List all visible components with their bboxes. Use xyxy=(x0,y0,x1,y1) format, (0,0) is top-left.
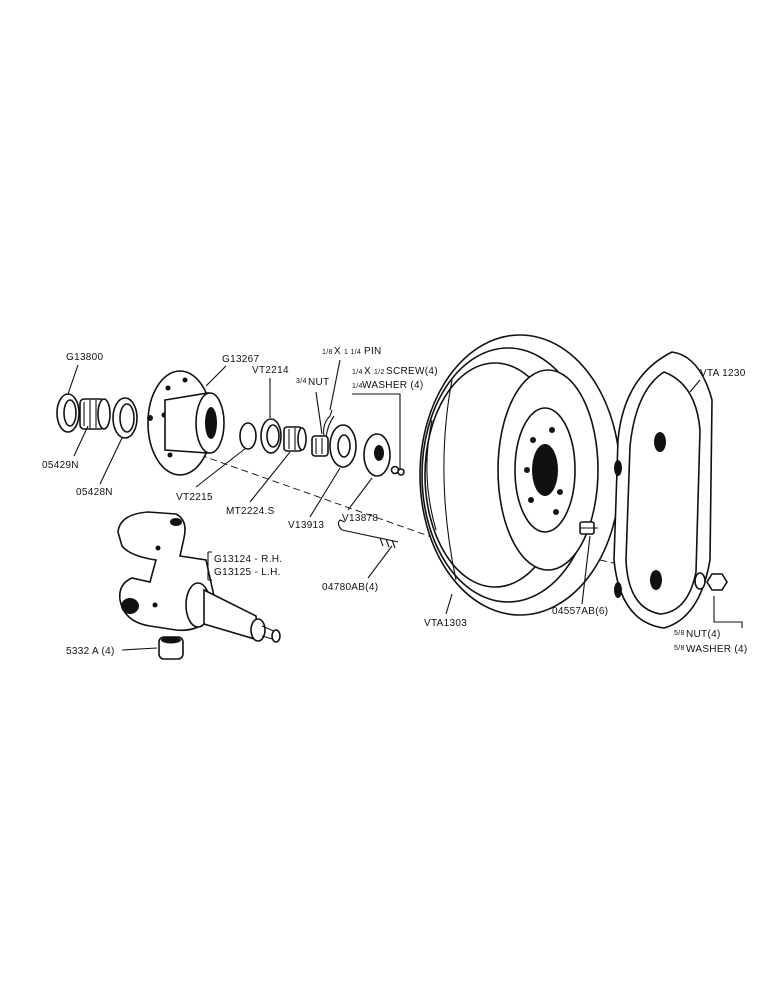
label-screw: SCREW(4) xyxy=(386,366,438,377)
bolt-04780ab xyxy=(337,519,399,549)
washer-v13913 xyxy=(329,424,357,468)
hubcap-v13878 xyxy=(363,433,405,477)
label-nut: NUT xyxy=(308,377,329,388)
label-pin-frac2: 1 1/4 xyxy=(344,349,361,356)
label-04780ab: 04780AB(4) xyxy=(322,582,378,593)
label-vt2214: VT2214 xyxy=(252,365,289,376)
label-g13800: G13800 xyxy=(66,352,104,363)
axis-line xyxy=(199,454,441,541)
label-mt2224s: MT2224.S xyxy=(226,506,275,517)
label-pin-x: X xyxy=(334,346,341,357)
label-g13267: G13267 xyxy=(222,354,260,365)
label-pin-frac1: 1/8 xyxy=(322,349,333,356)
label-nut4-frac: 5/8 xyxy=(674,630,685,637)
label-screw-frac2: 1/2 xyxy=(374,369,385,376)
wheel-rim-vta1303 xyxy=(419,334,621,616)
leader-mt2224s xyxy=(249,451,291,503)
label-screw-x: X xyxy=(364,366,371,377)
nut-3-4 xyxy=(311,435,329,457)
leader-v13878 xyxy=(347,477,373,511)
label-vta1303: VTA1303 xyxy=(424,618,467,629)
label-pin: PIN xyxy=(364,346,382,357)
label-v13913: V13913 xyxy=(288,520,324,531)
label-nut4: NUT(4) xyxy=(686,629,721,640)
leader-g13267 xyxy=(205,365,227,387)
bearing-cup-05428n xyxy=(112,397,138,439)
bearing-cup-g13800 xyxy=(56,393,80,433)
cotter-pin xyxy=(323,409,335,438)
label-washer-b: WASHER (4) xyxy=(686,644,748,655)
label-vt2215: VT2215 xyxy=(176,492,213,503)
leader-g13800 xyxy=(67,364,79,395)
leader-04780ab xyxy=(367,545,393,579)
seal-vt2215 xyxy=(239,422,257,450)
label-nut-frac: 3/4 xyxy=(296,378,307,385)
leader-05429n xyxy=(73,425,89,457)
label-washer4: WASHER (4) xyxy=(362,380,424,391)
label-washer-b-frac: 5/8 xyxy=(674,645,685,652)
leader-04557ab xyxy=(581,535,591,605)
label-washer4-frac: 1/4 xyxy=(352,383,363,390)
label-g13124: G13124 - R.H. xyxy=(214,554,282,565)
weight-vta1230 xyxy=(613,351,713,629)
label-screw-frac1: 1/4 xyxy=(352,369,363,376)
leader-vt2215 xyxy=(195,447,247,488)
bearing-cone-mt2224s xyxy=(283,426,307,452)
hub-g13267 xyxy=(147,370,225,476)
label-g13125: G13125 - L.H. xyxy=(214,567,281,578)
bearing-cup-vt2214 xyxy=(260,418,282,454)
label-v13878: V13878 xyxy=(342,513,378,524)
bolt-04557ab xyxy=(579,521,598,535)
bushing-5332a xyxy=(158,636,184,660)
leader-05428n xyxy=(99,437,123,485)
bearing-cone-05429n xyxy=(79,398,111,430)
leader-vta1303 xyxy=(445,593,453,615)
leader-g13124 xyxy=(207,551,212,581)
label-05429n: 05429N xyxy=(42,460,79,471)
label-05428n: 05428N xyxy=(76,487,113,498)
leader-pin xyxy=(329,359,341,411)
washer-nut-5-8 xyxy=(694,572,728,591)
leader-5332a xyxy=(121,647,158,651)
leader-screw-bracket xyxy=(352,393,401,470)
spindle-knuckle xyxy=(117,511,281,643)
label-5332a: 5332 A (4) xyxy=(66,646,115,657)
leader-nut4-bracket xyxy=(713,596,743,628)
label-04557ab: 04557AB(6) xyxy=(552,606,608,617)
leader-vta1230 xyxy=(689,379,701,393)
label-vta1230: VTA 1230 xyxy=(700,368,746,379)
leader-v13913 xyxy=(309,467,341,518)
leader-nut xyxy=(315,391,323,435)
